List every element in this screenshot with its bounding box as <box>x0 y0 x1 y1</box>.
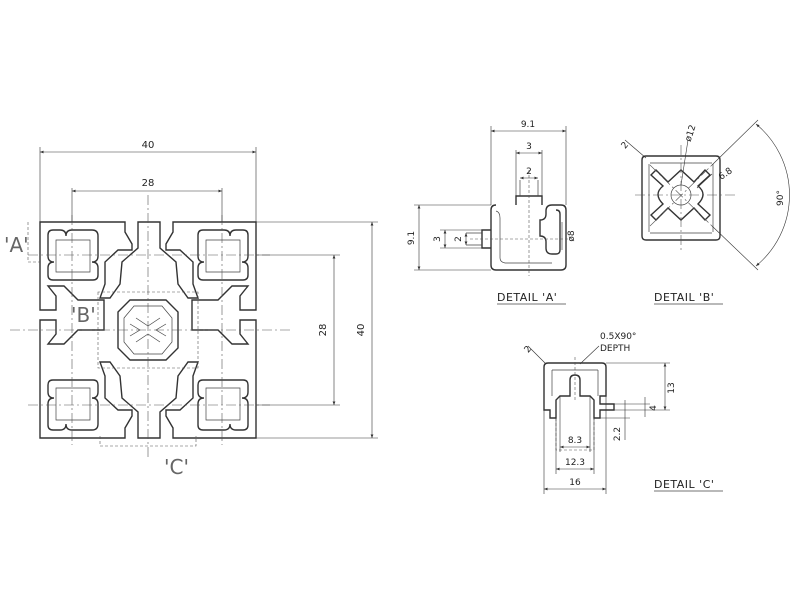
detail-c-label: DETAIL 'C' <box>654 478 714 491</box>
detail-b-dim-corner: 2 <box>620 140 631 151</box>
main-dim-width-outer: 40 <box>142 140 155 151</box>
callout-b: 'B' <box>71 303 96 327</box>
detail-b-dim-diameter: ø12 <box>684 124 699 143</box>
detail-a-dim-inner-top: 2 <box>526 167 532 177</box>
detail-a-label: DETAIL 'A' <box>497 291 557 304</box>
main-dim-height-outer: 40 <box>356 324 367 337</box>
callout-a: 'A' <box>4 233 29 257</box>
detail-c-note-line2: DEPTH <box>600 344 630 354</box>
main-dim-height-inner: 28 <box>318 324 329 337</box>
corner-cavity-top-left <box>47 229 99 281</box>
detail-b-label: DETAIL 'B' <box>654 291 714 304</box>
detail-c-dim-corner: 2 <box>523 344 534 355</box>
detail-b-dim-angle: 90° <box>776 190 786 206</box>
detail-b-view: 2 ø12 6.8 90° DETAIL 'B' <box>620 119 790 305</box>
corner-cavity-top-right <box>197 229 249 281</box>
detail-c-dim-lip: 4 <box>649 405 659 411</box>
detail-c-dim-height: 13 <box>667 382 677 393</box>
detail-a-view: 9.1 3 2 9.1 3 2 ø8 DETAIL 'A' <box>407 120 577 305</box>
detail-a-dim-bore: ø8 <box>567 230 577 242</box>
detail-a-dim-slot-top: 3 <box>526 142 532 152</box>
detail-a-dim-inner-left: 2 <box>454 236 464 242</box>
detail-a-dim-top: 9.1 <box>521 120 535 130</box>
callout-c: 'C' <box>164 455 189 479</box>
corner-cavity-bottom-left <box>47 379 99 431</box>
detail-c-dim-slot-outer: 12.3 <box>565 458 585 468</box>
detail-c-dim-width: 16 <box>569 478 581 488</box>
main-dim-width-inner: 28 <box>142 178 155 189</box>
main-profile-view: 40 28 40 28 'A' 'B' 'C' <box>4 140 378 479</box>
detail-c-view: 2 0.5X90° DEPTH 13 4 2.2 8.3 12.3 16 DET… <box>523 332 723 494</box>
detail-a-dim-left: 9.1 <box>407 231 417 245</box>
detail-a-dim-slot-left: 3 <box>433 236 443 242</box>
detail-c-dim-slot-inner: 8.3 <box>568 436 582 446</box>
detail-c-note-line1: 0.5X90° <box>600 332 636 342</box>
detail-c-dim-slot-depth: 2.2 <box>613 427 623 441</box>
corner-cavity-bottom-right <box>197 379 249 431</box>
